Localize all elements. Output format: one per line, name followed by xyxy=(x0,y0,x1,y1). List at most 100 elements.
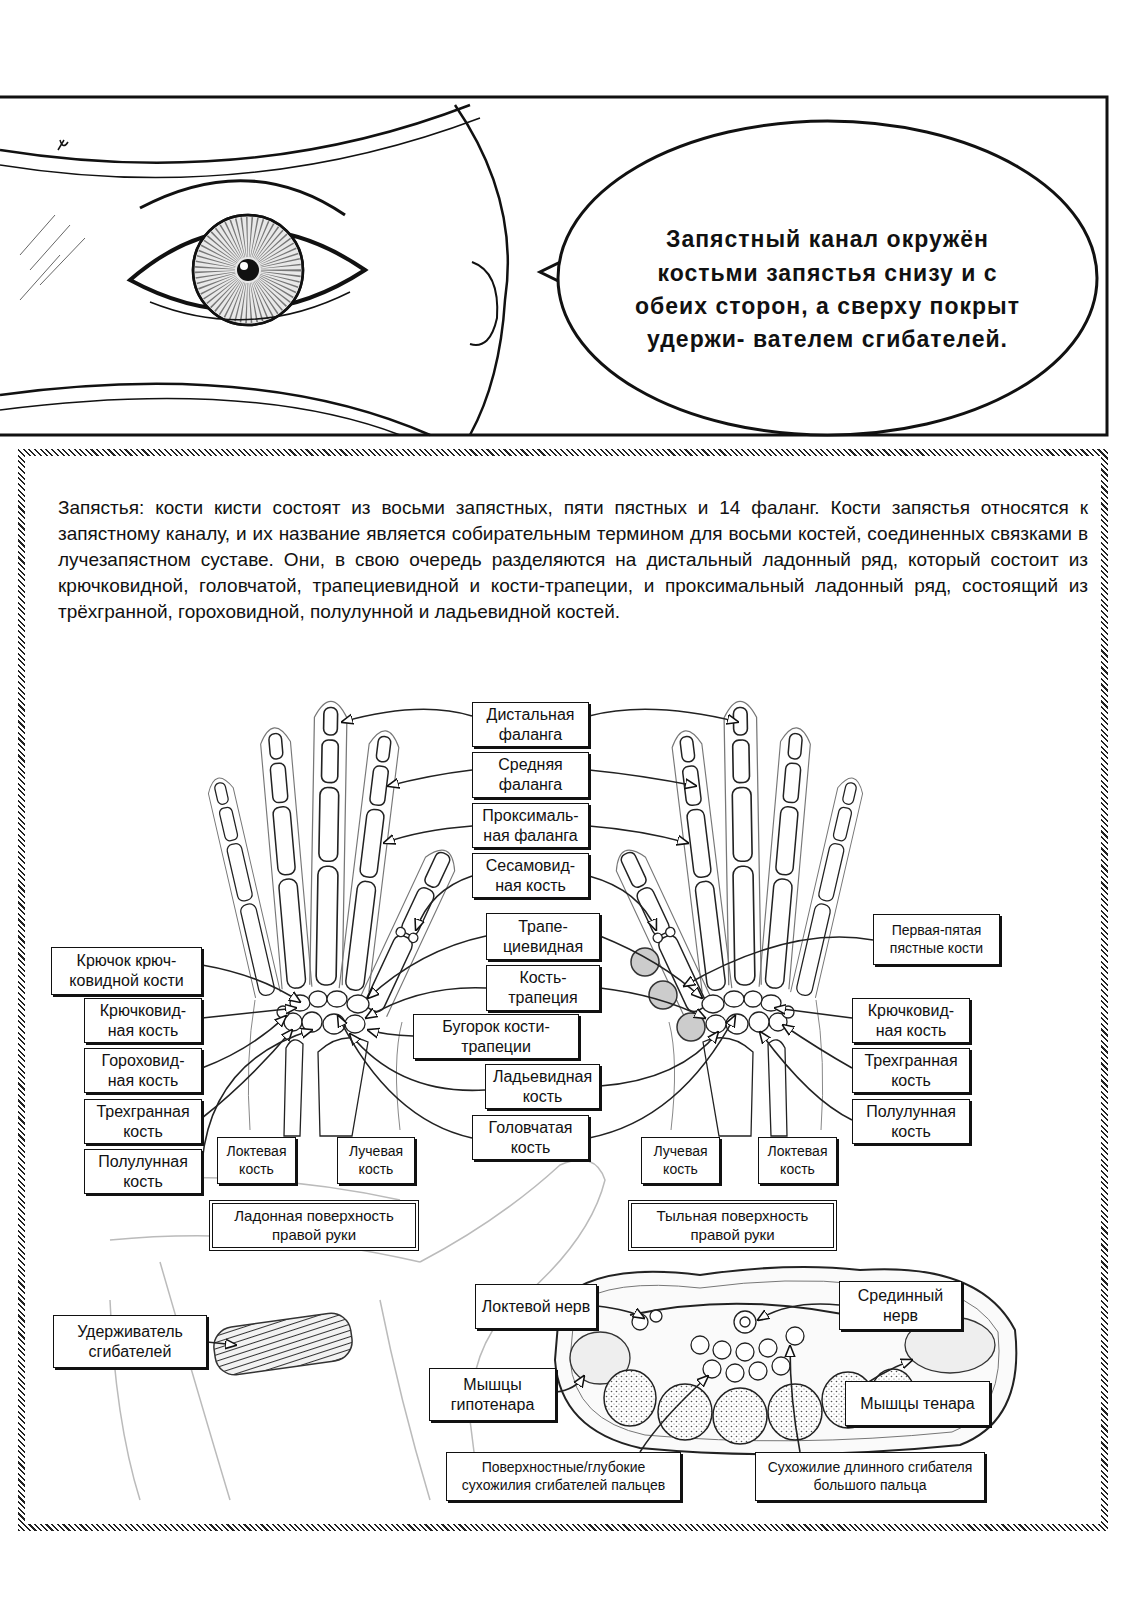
leader-arrows xyxy=(342,709,472,722)
label-box: Трехгранная кость xyxy=(852,1048,970,1093)
leader-arrows xyxy=(202,1008,296,1018)
hand-skeleton-dorsal xyxy=(610,701,865,1136)
wrist-cross-section xyxy=(703,1360,721,1378)
wrist-cross-section xyxy=(555,1267,1016,1454)
wrist-cross-section xyxy=(749,1362,767,1380)
leader-arrows xyxy=(589,709,738,722)
label-box: Кость- трапеция xyxy=(486,965,600,1011)
label-box: Локтевой нерв xyxy=(475,1284,597,1329)
label-box: Крючок крюч- ковидной кости xyxy=(51,947,202,995)
label-box: Сесамовид- ная кость xyxy=(472,853,589,898)
manga-panel xyxy=(58,140,68,150)
label-box: Локтевая кость xyxy=(758,1137,837,1184)
wrist-cross-section xyxy=(726,1364,744,1382)
leader-arrows xyxy=(202,1016,286,1068)
wrist-cross-section xyxy=(713,1388,767,1444)
manga-panel xyxy=(0,97,1107,435)
view-title: Ладонная поверхность правой руки xyxy=(218,1207,410,1244)
bubble-text: Запястный канал окружён костьми запястья… xyxy=(618,223,1038,356)
view-title-box: Тыльная поверхность правой руки xyxy=(628,1200,837,1251)
label-box: Средняя фаланга xyxy=(472,752,589,798)
label-text: Крючок крюч- ковидной кости xyxy=(57,951,196,990)
label-box: Срединный нерв xyxy=(839,1281,962,1330)
label-text: Трехгранная кость xyxy=(858,1051,964,1090)
wrist-cross-section xyxy=(691,1336,709,1354)
label-box: Головчатая кость xyxy=(472,1115,589,1160)
label-box: Мышцы гипотенара xyxy=(429,1368,556,1421)
label-text: Крючковид- ная кость xyxy=(90,1001,196,1040)
manga-panel xyxy=(0,105,470,163)
leader-arrows xyxy=(589,1016,735,1138)
label-text: Трехгранная кость xyxy=(90,1102,196,1141)
wrist-cross-section xyxy=(759,1339,777,1357)
leader-arrows xyxy=(589,826,688,843)
wrist-cross-section xyxy=(734,1311,756,1333)
label-box: Полулунная кость xyxy=(84,1149,202,1194)
leader-arrows xyxy=(416,876,472,930)
manga-panel xyxy=(240,262,248,270)
label-text: Головчатая кость xyxy=(478,1118,583,1157)
label-box: Полулунная кость xyxy=(852,1099,970,1144)
label-box: Лучевая кость xyxy=(337,1137,415,1184)
label-text: Локтевая кость xyxy=(764,1143,831,1177)
wrist-cross-section xyxy=(570,1281,999,1441)
manga-panel xyxy=(193,215,303,325)
leader-arrows xyxy=(207,1342,236,1345)
label-text: Мышцы тенара xyxy=(860,1394,974,1414)
speech-bubble: Запястный канал окружён костьми запястья… xyxy=(555,118,1100,438)
label-text: Крючковид- ная кость xyxy=(858,1001,964,1040)
info-panel: Запястья: кости кисти состоят из восьми … xyxy=(18,449,1108,1531)
leader-arrows xyxy=(600,988,705,1018)
label-text: Локтевая кость xyxy=(223,1143,290,1177)
wrist-cross-section xyxy=(713,1341,731,1359)
label-text: Трапе- циевидная xyxy=(492,917,594,956)
label-text: Удерживатель сгибателей xyxy=(59,1322,201,1361)
view-title: Тыльная поверхность правой руки xyxy=(637,1207,828,1244)
manga-panel xyxy=(470,262,497,345)
wrist-cross-section xyxy=(786,1327,804,1345)
leader-arrows xyxy=(758,1304,839,1320)
label-text: Полулунная кость xyxy=(90,1152,196,1191)
view-title-box: Ладонная поверхность правой руки xyxy=(209,1200,419,1251)
ghost-hand xyxy=(380,1300,430,1500)
label-box: Бугорок кости- трапеции xyxy=(413,1014,579,1059)
wrist-cross-section xyxy=(658,1384,712,1440)
leader-arrows xyxy=(790,1346,800,1452)
leader-arrows xyxy=(556,1376,584,1392)
manga-panel xyxy=(455,105,508,435)
label-text: Ладьевидная кость xyxy=(491,1067,594,1106)
leader-arrows xyxy=(202,709,912,1452)
label-text: Полулунная кость xyxy=(858,1102,964,1141)
wrist-cross-section xyxy=(604,1370,656,1426)
label-box: Гороховид- ная кость xyxy=(84,1048,202,1093)
label-box: Крючковид- ная кость xyxy=(84,998,202,1043)
label-box: Локтевая кость xyxy=(217,1137,296,1184)
label-box: Ладьевидная кость xyxy=(485,1064,600,1109)
leader-arrows xyxy=(368,936,486,998)
wrist-cross-section xyxy=(650,1310,662,1322)
label-box: Лучевая кость xyxy=(641,1137,720,1184)
label-box: Крючковид- ная кость xyxy=(852,998,970,1043)
wrist-cross-section xyxy=(768,1384,822,1440)
manga-panel xyxy=(0,118,480,178)
label-text: Сесамовид- ная кость xyxy=(478,856,583,895)
wrist-cross-section xyxy=(740,1317,750,1327)
label-text: Мышцы гипотенара xyxy=(435,1375,550,1414)
leader-arrows xyxy=(368,1030,413,1036)
leader-arrows xyxy=(783,1025,852,1068)
label-text: Локтевой нерв xyxy=(482,1297,590,1317)
hand-skeleton-palmar xyxy=(206,701,461,1136)
label-box: Удерживатель сгибателей xyxy=(53,1315,207,1368)
leader-arrows xyxy=(640,1376,708,1452)
label-text: Лучевая кость xyxy=(647,1143,714,1177)
label-text: Первая-пятая пястные кости xyxy=(879,922,994,956)
wrist-cross-section xyxy=(555,1267,1016,1454)
leader-arrows xyxy=(384,826,472,843)
leader-arrows xyxy=(760,1032,852,1120)
hand-skeleton-palmar xyxy=(206,701,461,1136)
label-box: Трапе- циевидная xyxy=(486,913,600,960)
bubble-outline xyxy=(558,121,1097,435)
wrist-cross-section xyxy=(736,1343,754,1361)
label-text: Срединный нерв xyxy=(845,1286,956,1325)
manga-panel xyxy=(150,292,350,320)
